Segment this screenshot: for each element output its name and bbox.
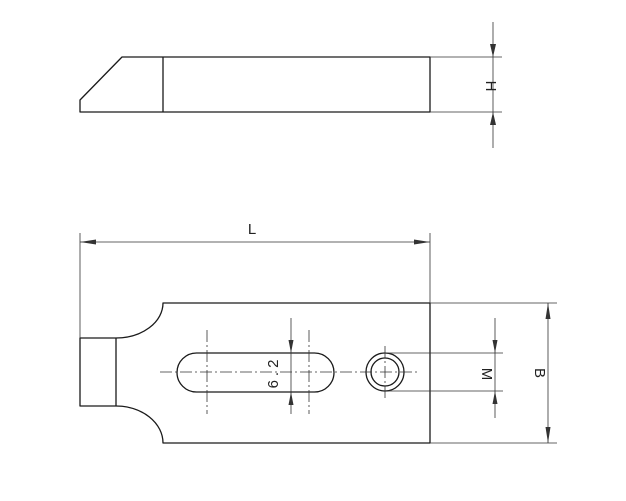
width-dimension: B [430,302,557,444]
length-dimension: L [79,221,431,338]
length-arrow-left [80,239,96,245]
thread-dimension: M [385,318,503,418]
thread-arrow-top [492,340,498,353]
width-arrow-top [545,303,551,319]
slot [176,352,335,393]
thread-label: M [478,368,495,381]
top-view-outline [79,302,431,444]
slot-width-arrow-bottom [288,392,294,405]
thread-arrow-bottom [492,391,498,404]
side-view: H [79,22,502,148]
width-label: B [531,368,548,378]
slot-width-dimension: 6.2 [265,318,294,414]
height-arrow-top [490,44,496,57]
side-view-outline [79,56,431,113]
slot-width-label: 6.2 [265,356,282,389]
height-label: H [482,81,499,92]
length-arrow-right [414,239,430,245]
height-arrow-bottom [490,112,496,125]
top-view [79,302,431,444]
width-arrow-bottom [545,427,551,443]
slot-width-arrow-top [288,340,294,353]
length-label: L [248,221,256,238]
height-dimension: H [430,22,502,148]
